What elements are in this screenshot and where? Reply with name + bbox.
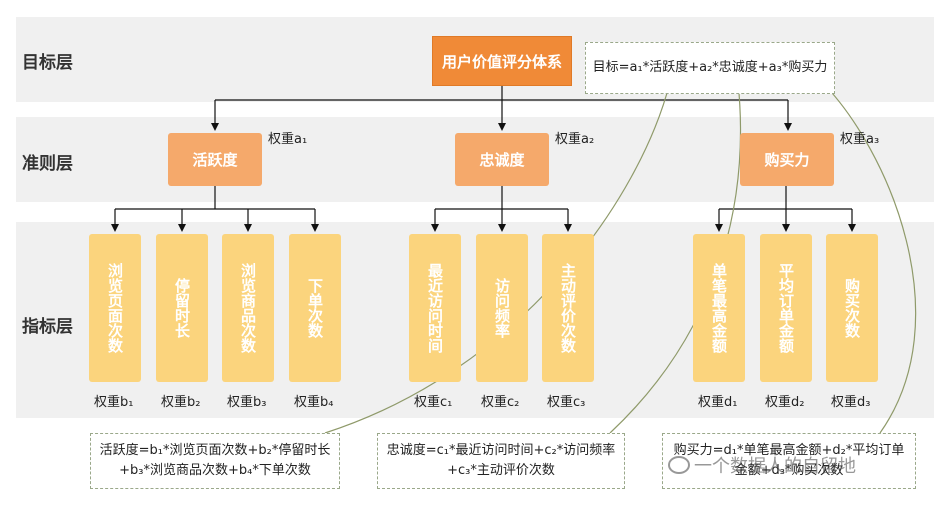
indicator-weight: 权重c₂ [481,395,520,410]
criteria-purchase: 购买力 [740,133,834,186]
indicator-weight: 权重d₁ [698,395,738,410]
watermark-text: 一个数据人的自留地 [694,456,856,477]
indicator-box: 平均订单金额 [760,234,812,382]
indicator-weight: 权重d₃ [831,395,871,410]
criteria-activity: 活跃度 [168,133,262,186]
indicator-box: 停留时长 [156,234,208,382]
indicator-box: 浏览页面次数 [89,234,141,382]
indicator-weight: 权重b₃ [227,395,267,410]
indicator-weight: 权重d₂ [765,395,805,410]
criteria-purchase-weight: 权重a₃ [840,132,880,147]
indicator-weight: 权重b₂ [161,395,201,410]
activity-formula: 活跃度=b₁*浏览页面次数+b₂*停留时长 +b₃*浏览商品次数+b₄*下单次数 [90,433,340,489]
watermark: 一个数据人的自留地 [668,452,856,478]
goal-layer-label: 目标层 [22,53,73,73]
link-purchase-formula [817,77,917,434]
indicator-box: 访问频率 [476,234,528,382]
indicator-box: 购买次数 [826,234,878,382]
indicator-box: 主动评价次数 [542,234,594,382]
goal-formula: 目标=a₁*活跃度+a₂*忠诚度+a₃*购买力 [585,42,835,94]
indicator-weight: 权重c₃ [547,395,586,410]
indicator-box: 下单次数 [289,234,341,382]
indicator-weight: 权重c₁ [414,395,453,410]
indicator-weight: 权重b₄ [294,395,334,410]
loyalty-formula: 忠诚度=c₁*最近访问时间+c₂*访问频率 +c₃*主动评价次数 [377,433,625,489]
root-node: 用户价值评分体系 [432,36,572,86]
criteria-activity-weight: 权重a₁ [268,132,308,147]
criteria-layer-label: 准则层 [22,154,73,174]
indicator-box: 浏览商品次数 [222,234,274,382]
criteria-loyalty-weight: 权重a₂ [555,132,595,147]
wechat-icon [668,456,690,474]
purchase-formula: 购买力=d₁*单笔最高金额+d₂*平均订单 金额+d₃*购买次数 [662,433,916,489]
indicator-layer-label: 指标层 [22,317,73,337]
criteria-loyalty: 忠诚度 [455,133,549,186]
indicator-weight: 权重b₁ [94,395,134,410]
indicator-box: 单笔最高金额 [693,234,745,382]
indicator-box: 最近访问时间 [409,234,461,382]
